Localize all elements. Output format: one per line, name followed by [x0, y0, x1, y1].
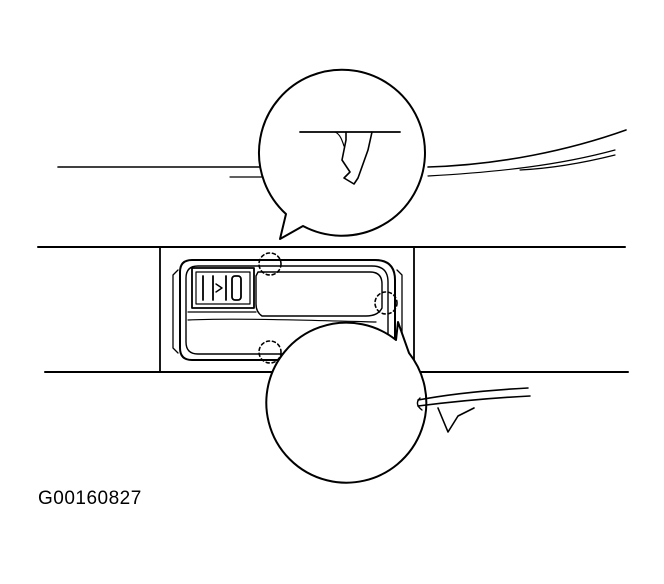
upper-detail-callout [257, 68, 426, 240]
clip-marker-top [258, 252, 282, 276]
lower-detail-callout [265, 321, 531, 484]
figure-code-label: G00160827 [38, 488, 142, 509]
lock-knob [191, 267, 255, 309]
clip-marker-bottom [258, 340, 282, 364]
clip-location-markers [258, 252, 398, 364]
clip-marker-right [374, 291, 398, 315]
upper-trim-contour [57, 129, 627, 178]
